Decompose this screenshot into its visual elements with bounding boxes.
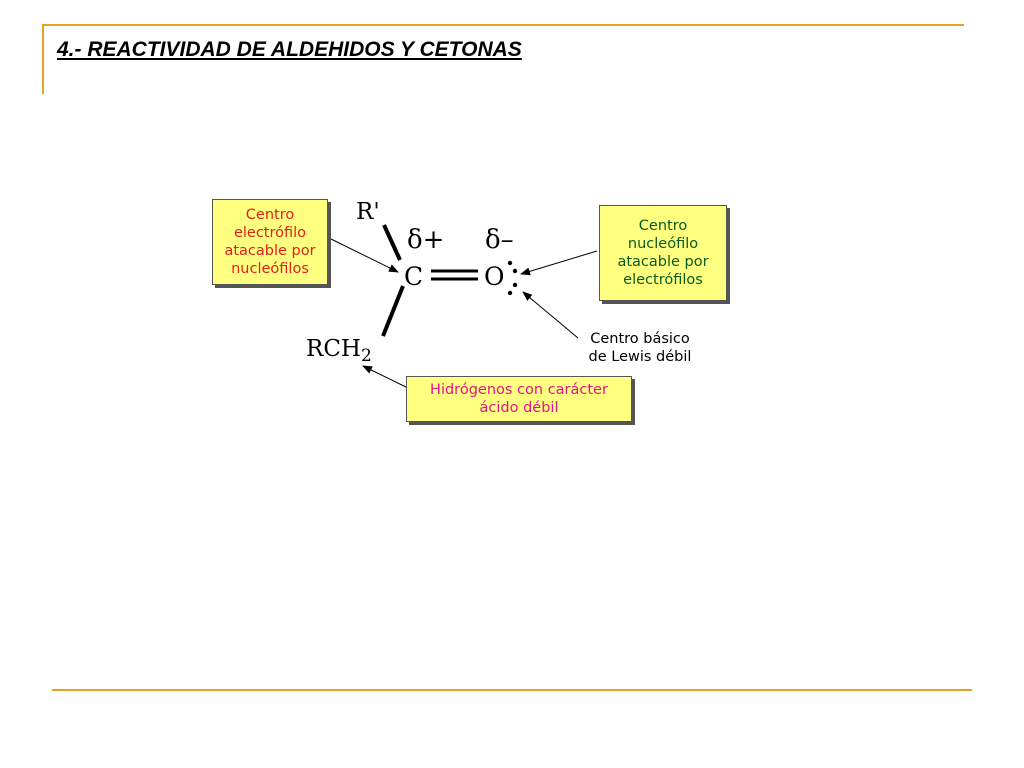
bond-r-prime-c	[382, 224, 402, 261]
arrow-electrophile	[330, 238, 399, 273]
hydrogens-callout: Hidrógenos con carácter ácido débil	[406, 376, 632, 422]
arrow-lewis-base	[522, 291, 579, 339]
lone-pair-dot	[507, 260, 513, 266]
rch2-substituent: RCH2	[306, 336, 372, 366]
lone-pair-dot	[512, 268, 518, 274]
oxygen-atom: O	[484, 262, 505, 291]
callout-line: atacable por	[224, 243, 316, 259]
bond-c-rch2	[381, 285, 405, 337]
callout-line: Hidrógenos con carácter	[430, 382, 608, 398]
callout-line: electrófilo	[233, 225, 307, 241]
callout-line: Centro	[245, 207, 295, 223]
callout-line: Centro	[638, 218, 688, 234]
arrow-nucleophile	[520, 250, 598, 276]
callout-line: ácido débil	[479, 400, 559, 416]
electrophile-callout: Centro electrófilo atacable por nucleófi…	[212, 199, 328, 285]
nucleophile-callout: Centro nucleófilo atacable por electrófi…	[599, 205, 727, 301]
partial-positive-charge: δ+	[407, 225, 445, 255]
partial-negative-charge: δ–	[485, 225, 514, 255]
lone-pair-dot	[507, 290, 513, 296]
callout-line: electrófilos	[623, 272, 703, 288]
top-rule	[42, 24, 964, 26]
rch2-label: RCH	[306, 336, 361, 362]
rch2-subscript: 2	[360, 346, 372, 366]
callout-line: de Lewis débil	[588, 349, 692, 365]
slide-title: 4.- REACTIVIDAD DE ALDEHIDOS Y CETONAS	[57, 38, 522, 61]
carbon-atom: C	[404, 262, 424, 291]
lone-pair-dot	[512, 282, 518, 288]
callout-line: atacable por	[617, 254, 709, 270]
r-prime-substituent: R'	[356, 199, 380, 225]
arrow-hydrogens	[362, 365, 409, 389]
lewis-base-label: Centro básico de Lewis débil	[572, 330, 708, 366]
bottom-rule	[52, 689, 972, 691]
callout-line: nucleófilos	[231, 261, 309, 277]
left-rule	[42, 24, 44, 94]
callout-line: Centro básico	[590, 331, 690, 347]
callout-line: nucleófilo	[627, 236, 699, 252]
